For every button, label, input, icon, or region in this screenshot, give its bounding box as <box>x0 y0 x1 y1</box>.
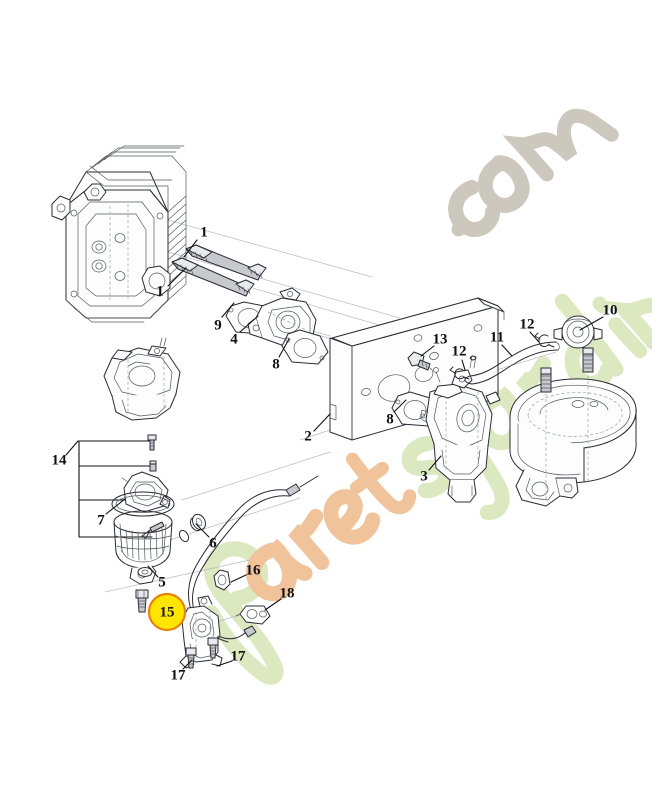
callout-label-1[interactable]: 1 <box>156 283 164 300</box>
leader-line-1 <box>183 239 198 258</box>
callout-label-14[interactable]: 14 <box>51 452 67 469</box>
bowl-retaining-bolt <box>135 567 153 613</box>
selected-part-highlight[interactable] <box>147 592 187 632</box>
leader-line-14 <box>65 440 79 456</box>
callout-label-8[interactable]: 8 <box>386 411 394 428</box>
callout-label-3[interactable]: 3 <box>420 468 428 485</box>
callout-label-11[interactable]: 11 <box>489 329 505 346</box>
leader-line-16 <box>230 574 247 583</box>
leader-line-4 <box>239 315 259 333</box>
mounting-screw-left <box>185 647 197 669</box>
leader-line-9 <box>221 302 235 318</box>
callout-label-8[interactable]: 8 <box>272 356 280 373</box>
leader-line-12 <box>529 331 540 343</box>
leader-line-8 <box>393 399 407 413</box>
leader-line-2 <box>313 413 331 432</box>
fuel-filter <box>553 315 603 349</box>
control-cable <box>178 475 319 643</box>
callout-label-16[interactable]: 16 <box>245 562 261 579</box>
callout-label-6[interactable]: 6 <box>209 535 217 552</box>
callout-label-10[interactable]: 10 <box>602 302 618 319</box>
leader-line-5 <box>147 565 159 578</box>
callout-label-2[interactable]: 2 <box>304 428 312 445</box>
leader-line-1 <box>167 267 187 287</box>
callout-label-17[interactable]: 17 <box>170 667 186 684</box>
cylinder-head-stud-pair <box>171 244 267 297</box>
fuel-pump-bracket <box>179 595 223 669</box>
secondary-carburetor <box>103 337 181 421</box>
leader-line-17 <box>182 659 193 670</box>
highlighted-part-number: 15 <box>159 604 175 621</box>
callout-label-18[interactable]: 18 <box>279 585 295 602</box>
bowl-o-ring <box>111 491 175 517</box>
leader-line-18 <box>264 598 282 611</box>
leader-line-11 <box>501 344 513 357</box>
callout-label-7[interactable]: 7 <box>97 512 105 529</box>
callout-label-9[interactable]: 9 <box>214 317 222 334</box>
callout-label-17[interactable]: 17 <box>230 648 246 665</box>
leader-line-7 <box>105 498 126 515</box>
cylinder-head-assembly <box>51 145 187 323</box>
mounting-screw-right <box>207 637 219 659</box>
callout-label-12[interactable]: 12 <box>451 343 467 360</box>
callout-label-1[interactable]: 1 <box>200 224 208 241</box>
callout-label-13[interactable]: 13 <box>432 331 448 348</box>
callout-label-5[interactable]: 5 <box>158 574 166 591</box>
cable-end-fitting <box>235 605 271 625</box>
leader-line-3 <box>428 455 442 471</box>
callout-label-12[interactable]: 12 <box>519 316 535 333</box>
air-filter-base <box>509 347 637 507</box>
fuel-bowl-cup <box>113 510 173 585</box>
choke-bracket-kit <box>78 434 171 539</box>
callout-leader-lines <box>65 239 604 670</box>
leader-line-6 <box>195 523 210 538</box>
intake-gasket-upper <box>281 329 329 365</box>
leader-line-8 <box>278 338 290 358</box>
screw-13 <box>407 351 431 371</box>
carburetor-assembly <box>419 355 501 503</box>
leader-line-10 <box>579 316 604 331</box>
throttle-cable-clip <box>192 513 206 531</box>
leader-line-13 <box>420 345 435 357</box>
callout-label-4[interactable]: 4 <box>230 331 238 348</box>
leader-line-12 <box>461 359 466 371</box>
leader-line-17 <box>216 660 233 667</box>
